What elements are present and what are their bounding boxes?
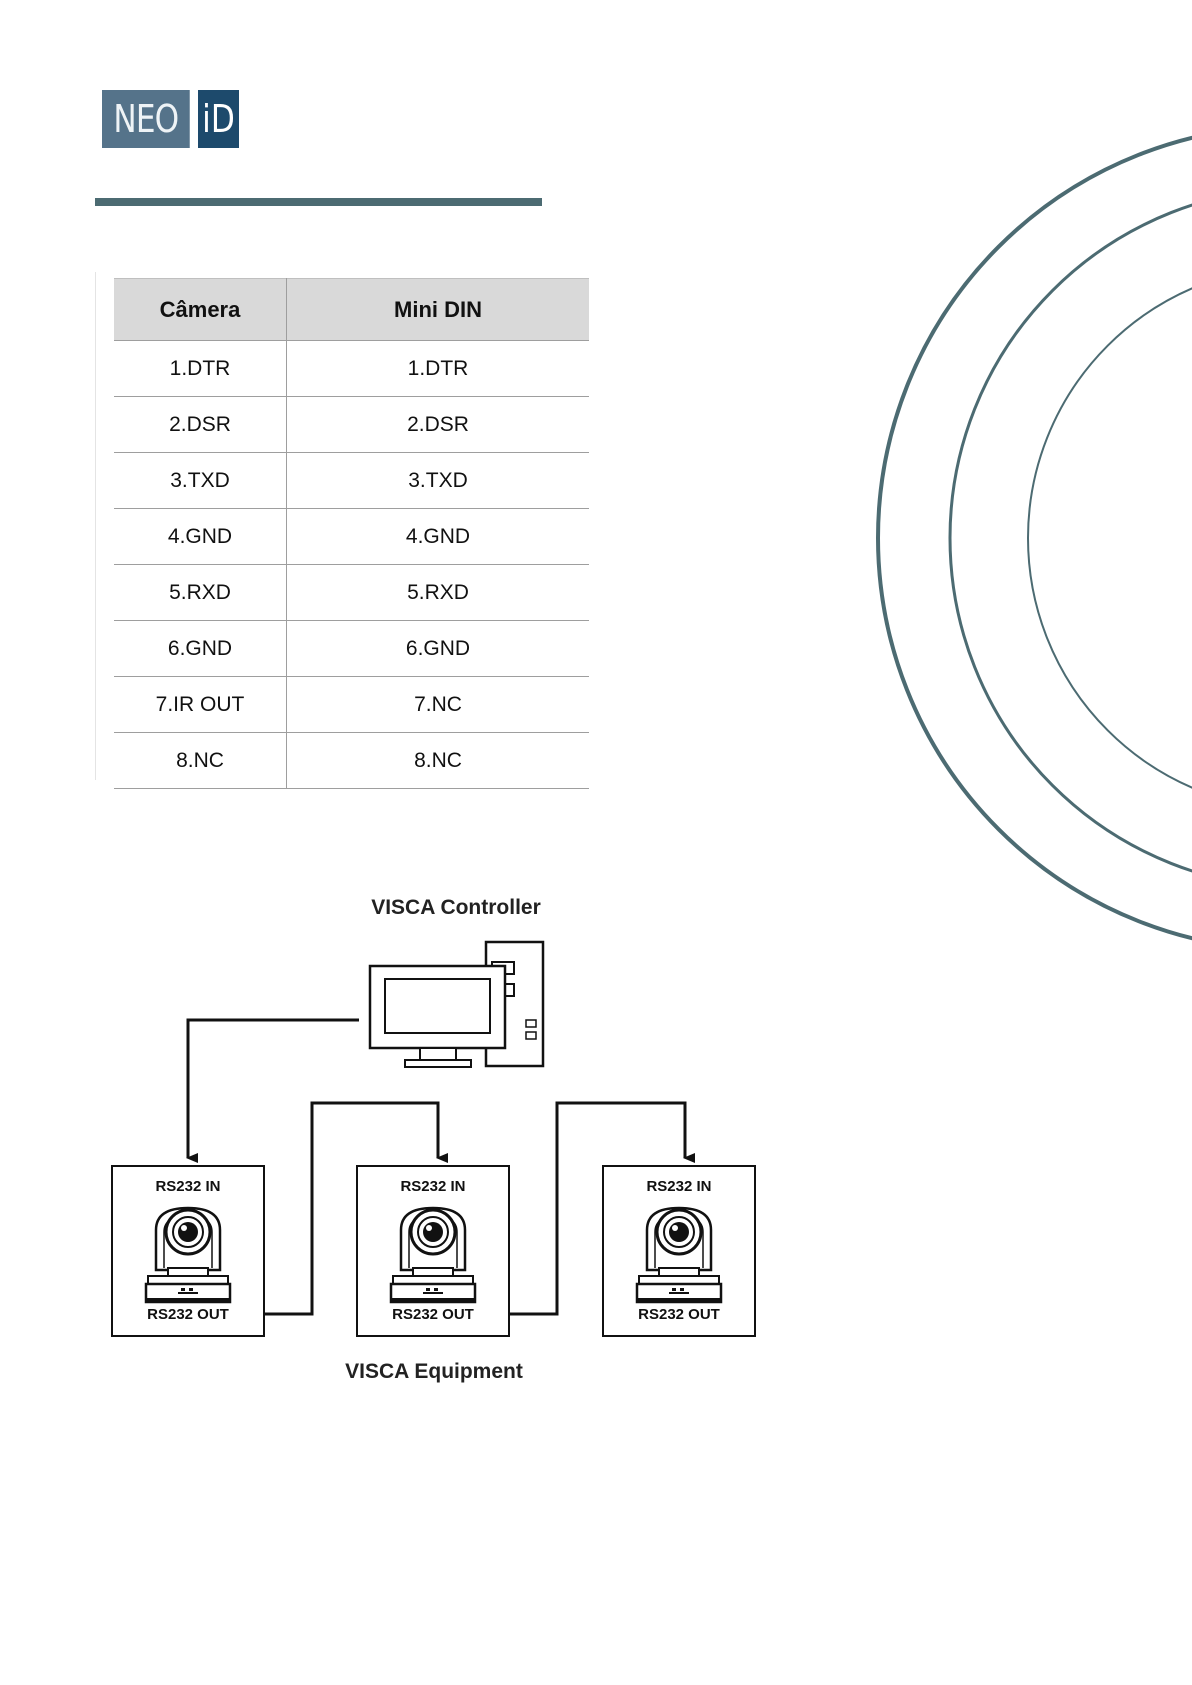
arc-outer (878, 126, 1192, 950)
cell-camera-pin: 6.GND (114, 621, 287, 677)
cell-mini-din-pin: 6.GND (287, 621, 590, 677)
cable-controller-to-camera-1 (188, 1020, 359, 1158)
rs232-in-label: RS232 IN (155, 1178, 220, 1195)
visca-equipment-label: VISCA Equipment (345, 1360, 523, 1383)
table-row: 8.NC 8.NC (114, 733, 589, 789)
camera-unit-2: RS232 IN RS232 OUT (357, 1166, 509, 1336)
table-header-row: Câmera Mini DIN (114, 279, 589, 341)
camera-unit-3: RS232 IN RS232 OUT (603, 1166, 755, 1336)
cell-mini-din-pin: 1.DTR (287, 341, 590, 397)
rs232-out-label: RS232 OUT (638, 1306, 720, 1323)
cell-mini-din-pin: 3.TXD (287, 453, 590, 509)
header-rule (95, 198, 542, 206)
cell-mini-din-pin: 4.GND (287, 509, 590, 565)
logo-part-neo: NEO (102, 90, 190, 148)
arc-inner (1028, 266, 1192, 810)
ptz-camera-icon (391, 1208, 475, 1302)
computer-icon (370, 942, 543, 1067)
cell-camera-pin: 2.DSR (114, 397, 287, 453)
cell-camera-pin: 8.NC (114, 733, 287, 789)
cell-camera-pin: 3.TXD (114, 453, 287, 509)
rs232-out-label: RS232 OUT (392, 1306, 474, 1323)
cell-mini-din-pin: 2.DSR (287, 397, 590, 453)
neoid-logo: NEO iD (102, 90, 239, 148)
arc-middle (950, 188, 1192, 888)
column-header-mini-din: Mini DIN (287, 279, 590, 341)
table-row: 3.TXD 3.TXD (114, 453, 589, 509)
cell-camera-pin: 7.IR OUT (114, 677, 287, 733)
table-row: 6.GND 6.GND (114, 621, 589, 677)
cell-camera-pin: 4.GND (114, 509, 287, 565)
pinout-table: Câmera Mini DIN 1.DTR 1.DTR 2.DSR 2.DSR … (114, 278, 589, 789)
rs232-out-label: RS232 OUT (147, 1306, 229, 1323)
cell-mini-din-pin: 8.NC (287, 733, 590, 789)
rs232-in-label: RS232 IN (400, 1178, 465, 1195)
table-row: 2.DSR 2.DSR (114, 397, 589, 453)
column-header-camera: Câmera (114, 279, 287, 341)
pinout-table-container: Câmera Mini DIN 1.DTR 1.DTR 2.DSR 2.DSR … (95, 272, 591, 780)
table-row: 5.RXD 5.RXD (114, 565, 589, 621)
rs232-in-label: RS232 IN (646, 1178, 711, 1195)
cell-mini-din-pin: 5.RXD (287, 565, 590, 621)
visca-wiring-diagram: VISCA Controller RS232 IN RS232 OUT RS23… (100, 880, 780, 1400)
table-row: 7.IR OUT 7.NC (114, 677, 589, 733)
table-row: 1.DTR 1.DTR (114, 341, 589, 397)
camera-unit-1: RS232 IN RS232 OUT (112, 1166, 264, 1336)
logo-part-id: iD (198, 90, 239, 148)
cell-mini-din-pin: 7.NC (287, 677, 590, 733)
cell-camera-pin: 1.DTR (114, 341, 287, 397)
visca-controller-label: VISCA Controller (371, 896, 541, 919)
ptz-camera-icon (146, 1208, 230, 1302)
ptz-camera-icon (637, 1208, 721, 1302)
cell-camera-pin: 5.RXD (114, 565, 287, 621)
table-row: 4.GND 4.GND (114, 509, 589, 565)
